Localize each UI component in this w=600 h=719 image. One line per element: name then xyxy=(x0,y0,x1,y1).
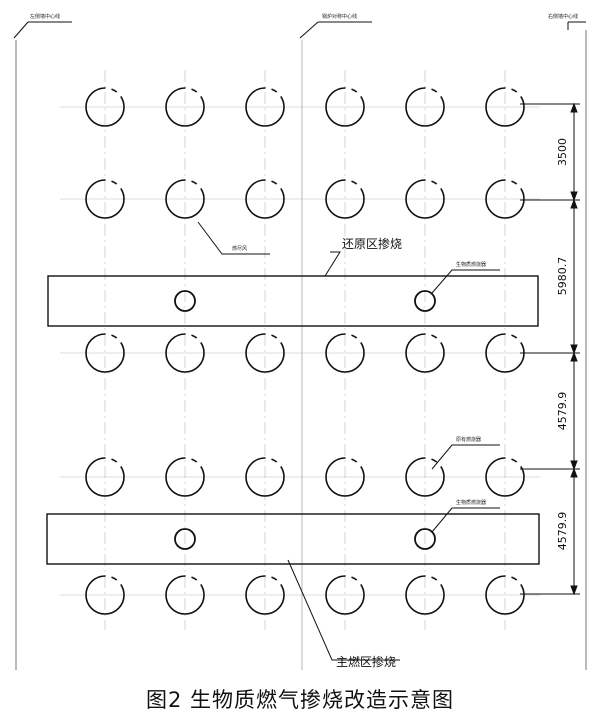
label-symmetry-axis: 锅炉对称中心线 xyxy=(322,13,357,20)
dim-2: 5980.7 xyxy=(556,257,569,296)
nozzle-circle xyxy=(245,333,285,373)
nozzle-circle xyxy=(85,457,125,497)
dimension-chain xyxy=(520,102,580,596)
dim-4: 4579.9 xyxy=(556,512,569,551)
label-reduction-zone: 还原区掺烧 xyxy=(342,236,402,251)
retrofit-diagram: 左侧墙中心线 锅炉对称中心线 右侧墙中心线 燃尽风 还原区掺烧 生物质燃烧器 原… xyxy=(13,13,587,670)
nozzle-circle xyxy=(325,575,365,615)
label-nozzle-mid: 原有燃烧器 xyxy=(456,436,481,443)
leader-lines xyxy=(197,221,500,661)
nozzle-circle xyxy=(485,179,525,219)
biomass-burner-2 xyxy=(414,290,436,312)
nozzle-circle xyxy=(165,87,205,127)
nozzle-circle xyxy=(485,457,525,497)
nozzle-circle xyxy=(165,575,205,615)
nozzle-circle xyxy=(405,87,445,127)
dim-3: 4579.9 xyxy=(556,392,569,431)
wall-lines xyxy=(15,30,587,670)
nozzle-circle xyxy=(245,457,285,497)
nozzle-circle xyxy=(85,87,125,127)
label-nozzle-lower: 生物质燃烧器 xyxy=(456,499,486,506)
nozzle-circle xyxy=(245,179,285,219)
label-burner: 燃尽风 xyxy=(232,245,247,252)
nozzle-circle xyxy=(165,179,205,219)
reduction-zone-box xyxy=(47,275,539,327)
nozzle-circle xyxy=(85,179,125,219)
main-zone-box xyxy=(46,513,540,565)
dim-1: 3500 xyxy=(556,138,569,166)
centerlines xyxy=(60,70,540,630)
nozzle-circle xyxy=(165,333,205,373)
nozzle-circle xyxy=(485,575,525,615)
nozzle-circle xyxy=(325,179,365,219)
nozzle-circle xyxy=(485,87,525,127)
nozzle-circle xyxy=(165,457,205,497)
nozzle-circle xyxy=(245,87,285,127)
biomass-burner-1 xyxy=(174,290,196,312)
nozzle-circle xyxy=(405,457,445,497)
figure-caption: 图2 生物质燃气掺烧改造示意图 xyxy=(145,688,455,712)
label-nozzle-upper: 生物质燃烧器 xyxy=(456,261,486,268)
biomass-burner-3 xyxy=(174,528,196,550)
nozzle-circle xyxy=(85,333,125,373)
nozzle-circle xyxy=(325,333,365,373)
nozzle-grid xyxy=(85,87,525,615)
label-main-zone: 主燃区掺烧 xyxy=(336,654,396,669)
nozzle-circle xyxy=(405,179,445,219)
nozzle-circle xyxy=(325,457,365,497)
nozzle-circle xyxy=(85,575,125,615)
nozzle-circle xyxy=(245,575,285,615)
label-right-wall: 右侧墙中心线 xyxy=(548,13,578,20)
biomass-burner-4 xyxy=(414,528,436,550)
top-annotations xyxy=(13,21,586,39)
nozzle-circle xyxy=(325,87,365,127)
label-left-wall: 左侧墙中心线 xyxy=(30,13,60,20)
nozzle-circle xyxy=(405,575,445,615)
nozzle-circle xyxy=(405,333,445,373)
